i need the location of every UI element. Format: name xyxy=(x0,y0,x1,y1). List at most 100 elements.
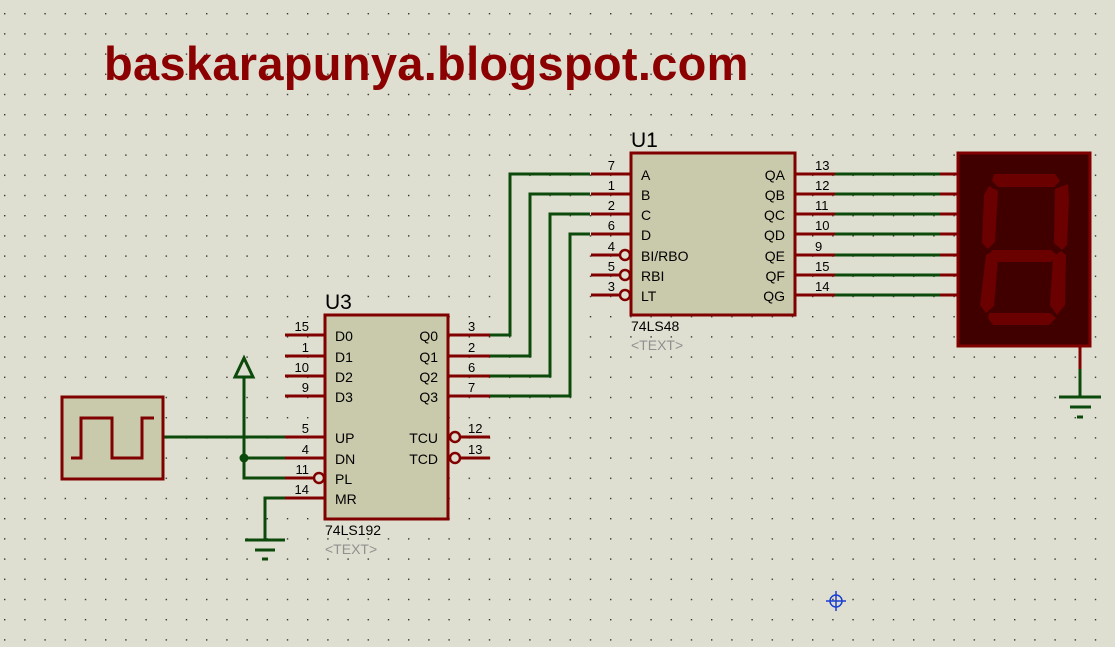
wire-q0-a xyxy=(490,172,590,337)
chip-part-number: 74LS48 xyxy=(631,318,679,334)
chip-reference: U1 xyxy=(631,129,658,152)
pin-bi-rbo[interactable]: 4BI/RBO xyxy=(591,239,689,264)
pin-q3[interactable]: 7Q3 xyxy=(419,380,490,405)
pin-q1[interactable]: 2Q1 xyxy=(419,340,490,365)
chip-body xyxy=(629,151,797,317)
pin-number: 1 xyxy=(608,178,615,193)
pin-q0[interactable]: 3Q0 xyxy=(419,319,490,344)
pin-name: D1 xyxy=(335,349,353,365)
inversion-bubble xyxy=(618,268,632,282)
ground-icon[interactable] xyxy=(1059,395,1101,419)
pin-name: QD xyxy=(764,227,785,243)
pin-name: Q3 xyxy=(419,389,438,405)
pin-name: D3 xyxy=(335,389,353,405)
pin-up[interactable]: 5UP xyxy=(285,421,354,446)
pin-name: QG xyxy=(763,288,785,304)
pin-number: 7 xyxy=(608,158,615,173)
pin-a[interactable]: 7A xyxy=(591,158,651,183)
pin-name: Q1 xyxy=(419,349,438,365)
pin-name: Q2 xyxy=(419,369,438,385)
power-terminal-icon[interactable] xyxy=(232,354,256,379)
pin-number: 4 xyxy=(608,239,615,254)
wire-mr-ground xyxy=(263,496,285,540)
pin-name: A xyxy=(641,167,651,183)
pin-q2[interactable]: 6Q2 xyxy=(419,360,490,385)
pin-name: TCU xyxy=(409,430,438,446)
pin-name: D0 xyxy=(335,328,353,344)
inversion-bubble xyxy=(312,471,326,485)
pin-number: 2 xyxy=(468,340,475,355)
inversion-bubble xyxy=(618,288,632,302)
pin-b[interactable]: 1B xyxy=(591,178,650,203)
pin-number: 14 xyxy=(815,279,829,294)
pin-number: 7 xyxy=(468,380,475,395)
pin-name: QE xyxy=(765,248,785,264)
pin-number: 10 xyxy=(295,360,309,375)
pin-number: 3 xyxy=(468,319,475,334)
wires xyxy=(163,172,1082,540)
pin-number: 2 xyxy=(608,198,615,213)
pin-c[interactable]: 2C xyxy=(591,198,651,223)
pin-number: 6 xyxy=(608,218,615,233)
pin-number: 13 xyxy=(815,158,829,173)
pin-d1[interactable]: 1D1 xyxy=(285,340,353,365)
pin-number: 9 xyxy=(815,239,822,254)
chip-part-number: 74LS192 xyxy=(325,522,381,538)
pin-name: LT xyxy=(641,288,657,304)
pin-lt[interactable]: 3LT xyxy=(591,279,657,304)
junction-dot xyxy=(239,453,249,463)
pin-number: 13 xyxy=(468,442,482,457)
pin-number: 11 xyxy=(296,462,310,477)
pin-d[interactable]: 6D xyxy=(591,218,651,243)
inversion-bubble xyxy=(618,248,632,262)
pin-number: 14 xyxy=(295,482,309,497)
pin-name: BI/RBO xyxy=(641,248,689,264)
square-wave-icon xyxy=(71,416,154,460)
pin-dn[interactable]: 4DN xyxy=(285,442,355,467)
pin-name: QC xyxy=(764,207,785,223)
seven-segment-display[interactable] xyxy=(940,151,1092,369)
pin-number: 10 xyxy=(815,218,829,233)
chip-text-placeholder: <TEXT> xyxy=(631,337,683,353)
clock-generator[interactable] xyxy=(60,395,165,481)
pin-number: 9 xyxy=(302,380,309,395)
pin-number: 5 xyxy=(608,259,615,274)
pin-qe[interactable]: 9QE xyxy=(765,239,835,264)
chip-body xyxy=(323,313,450,521)
wire-power xyxy=(242,376,285,480)
watermark-text: baskarapunya.blogspot.com xyxy=(104,37,749,90)
ground-icon[interactable] xyxy=(245,538,285,561)
pin-number: 11 xyxy=(815,198,829,213)
display-segments xyxy=(980,174,1069,325)
chip-u1-74ls48[interactable]: U174LS48<TEXT>7A1B2C6D4BI/RBO5RBI3LT13QA… xyxy=(591,129,835,353)
pin-d3[interactable]: 9D3 xyxy=(285,380,353,405)
pin-name: C xyxy=(641,207,651,223)
wire-q2-c xyxy=(490,212,590,378)
pin-number: 12 xyxy=(468,421,482,436)
crosshair-cursor-icon xyxy=(826,591,846,611)
pin-number: 12 xyxy=(815,178,829,193)
chip-text-placeholder: <TEXT> xyxy=(325,541,377,557)
pin-name: D2 xyxy=(335,369,353,385)
chip-u3-74ls192[interactable]: U374LS192<TEXT>15D01D110D29D35UP4DN11PL1… xyxy=(285,291,490,557)
pin-name: MR xyxy=(335,491,357,507)
pin-number: 5 xyxy=(302,421,309,436)
pin-name: B xyxy=(641,187,650,203)
pin-number: 4 xyxy=(302,442,309,457)
pin-name: RBI xyxy=(641,268,664,284)
